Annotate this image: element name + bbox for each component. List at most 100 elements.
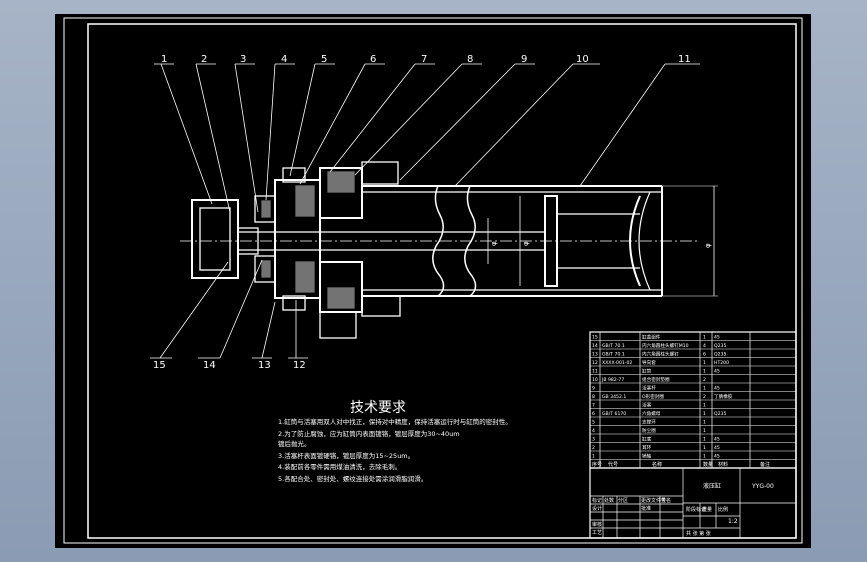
- gland-body: [274, 179, 321, 299]
- bom-cell-name: 六角螺母: [642, 410, 661, 417]
- bom-cell-mat: Q235: [714, 411, 726, 417]
- guide-upper: [319, 167, 363, 219]
- bom-cell-name: 防尘圈: [642, 427, 656, 434]
- bom-cell-no: 9: [592, 386, 595, 392]
- bom-cell-no: 3: [592, 437, 595, 443]
- bom-cell-mat: 45: [714, 335, 720, 341]
- bom-cell-no: 8: [592, 394, 595, 400]
- end-eye-neck: [237, 227, 259, 255]
- bom-cell-mat: 45: [714, 454, 720, 460]
- tb-label-design: 设计: [592, 505, 602, 512]
- bom-cell-name: 销轴: [642, 453, 652, 460]
- part-callouts: 1 2 3 4 5 6 7 8 9 10 11 12 13 14 15: [153, 54, 691, 371]
- tb-label-change: 更改文件号: [641, 497, 666, 504]
- tb-label-sign: 签名: [661, 497, 671, 504]
- tech-requirements: 技术要求 1.缸筒与活塞用双人对中找正，保持对中精度，保持活塞运行时与缸筒的密封…: [278, 400, 512, 483]
- bom-cell-name: 活塞杆: [642, 385, 656, 392]
- bom-cell-name: 内六角圆柱头螺钉M10: [642, 342, 689, 349]
- callout-6: 6: [370, 54, 376, 65]
- bom-cell-no: 4: [592, 428, 595, 434]
- bom-cell-mat: 丁腈橡胶: [714, 393, 733, 400]
- dimension-labels: φ φ φ: [490, 241, 712, 248]
- leader-lines: [150, 63, 700, 359]
- bom-header-mat: 材料: [718, 461, 728, 468]
- bom-cell-qty: 1: [703, 445, 706, 451]
- piston-left: [544, 195, 558, 287]
- callout-2: 2: [201, 54, 207, 65]
- bom-cell-qty: 6: [703, 352, 706, 358]
- drawing-name: 液压缸: [703, 482, 721, 490]
- callout-5: 5: [321, 54, 327, 65]
- callout-9: 9: [521, 54, 527, 65]
- bom-cell-mat: 45: [714, 386, 720, 392]
- dim-outer-label: φ: [704, 243, 712, 248]
- bom-cell-no: 1: [592, 454, 595, 460]
- bom-header-code: 代号: [608, 461, 618, 468]
- bom-cell-qty: 1: [703, 420, 706, 426]
- drawing-scale: 1:2: [728, 518, 738, 525]
- bom-cell-name: 组合密封垫圈: [642, 376, 670, 383]
- title-block: [589, 467, 797, 539]
- gland-bottom-lug: [282, 295, 306, 311]
- tb-label-approve: 批准: [641, 505, 651, 512]
- callout-12: 12: [293, 360, 306, 371]
- bom-cell-mat: 45: [714, 437, 720, 443]
- bom-cell-qty: 4: [703, 343, 706, 349]
- bom-cell-no: 6: [592, 411, 595, 417]
- bom-cell-code: GB/T 70.1: [602, 343, 625, 349]
- callout-15: 15: [153, 360, 166, 371]
- guide-hatch-upper: [327, 171, 355, 193]
- tb-label-mark: 标记: [592, 497, 602, 504]
- end-cap-curve-2: [638, 191, 651, 291]
- bom-cell-name: 内六角圆柱头螺钉: [642, 351, 679, 358]
- callout-7: 7: [421, 54, 427, 65]
- dim-bore-label: φ: [522, 241, 530, 246]
- bom-cell-name: 活塞: [642, 402, 652, 409]
- sheet-inner-border: [87, 23, 797, 539]
- bom-cell-code: XXXX-001-02: [602, 360, 632, 366]
- end-eye-inner: [199, 207, 231, 271]
- bom-cell-no: 5: [592, 420, 595, 426]
- requirement-line-3: 镀后抛光。: [278, 439, 311, 448]
- port-lower: [319, 311, 357, 339]
- bom-header-note: 备注: [760, 461, 770, 468]
- gland-hatch-upper: [295, 185, 315, 217]
- requirement-line-1: 1.缸筒与活塞用双人对中找正，保持对中精度，保持活塞运行时与缸筒的密封性。: [278, 417, 512, 426]
- bom-cell-no: 14: [592, 343, 598, 349]
- bom-cell-name: 缸底: [642, 436, 652, 443]
- tb-label-review: 审核: [592, 521, 602, 528]
- bom-cell-name: 缸筒: [642, 368, 652, 375]
- bom-cell-qty: 2: [703, 394, 706, 400]
- nut-hatch-upper: [261, 200, 271, 218]
- tb-label-zone: 分区: [618, 497, 628, 504]
- bom-cell-qty: 1: [703, 428, 706, 434]
- bom-cell-mat: HT200: [714, 360, 729, 366]
- bom-cell-qty: 1: [703, 411, 706, 417]
- bom-header-qty: 数量: [703, 461, 713, 468]
- end-cap-curve: [629, 195, 641, 287]
- bom-header-no: 序号: [592, 461, 602, 468]
- bom-cell-name: O形密封圈: [642, 393, 664, 400]
- bom-cell-code: JB 982-77: [601, 377, 624, 383]
- tb-label-weight: 重量: [702, 506, 712, 513]
- bom-cell-qty: 1: [703, 369, 706, 375]
- bom-cell-no: 15: [592, 335, 598, 341]
- bom-cell-code: GB/T 70.1: [602, 352, 625, 358]
- callout-4: 4: [281, 54, 287, 65]
- bom-header-name: 名称: [652, 461, 662, 468]
- bom-cell-qty: 1: [703, 403, 706, 409]
- drawing-viewport[interactable]: [55, 14, 811, 548]
- bom-cell-code: GB 3452.1: [602, 394, 626, 400]
- callout-11: 11: [678, 54, 691, 65]
- bom-cell-qty: 2: [703, 377, 706, 383]
- cylinder-section: [180, 161, 718, 339]
- bom-cell-mat: Q235: [714, 352, 726, 358]
- requirement-line-5: 4.装配前各零件需用煤油清洗，去除毛刺。: [278, 462, 401, 471]
- bom-cell-qty: 1: [703, 360, 706, 366]
- gland-hatch-lower: [295, 261, 315, 293]
- callout-1: 1: [161, 54, 167, 65]
- guide-hatch-lower: [327, 287, 355, 309]
- tb-label-stage: 阶段标记: [686, 506, 706, 513]
